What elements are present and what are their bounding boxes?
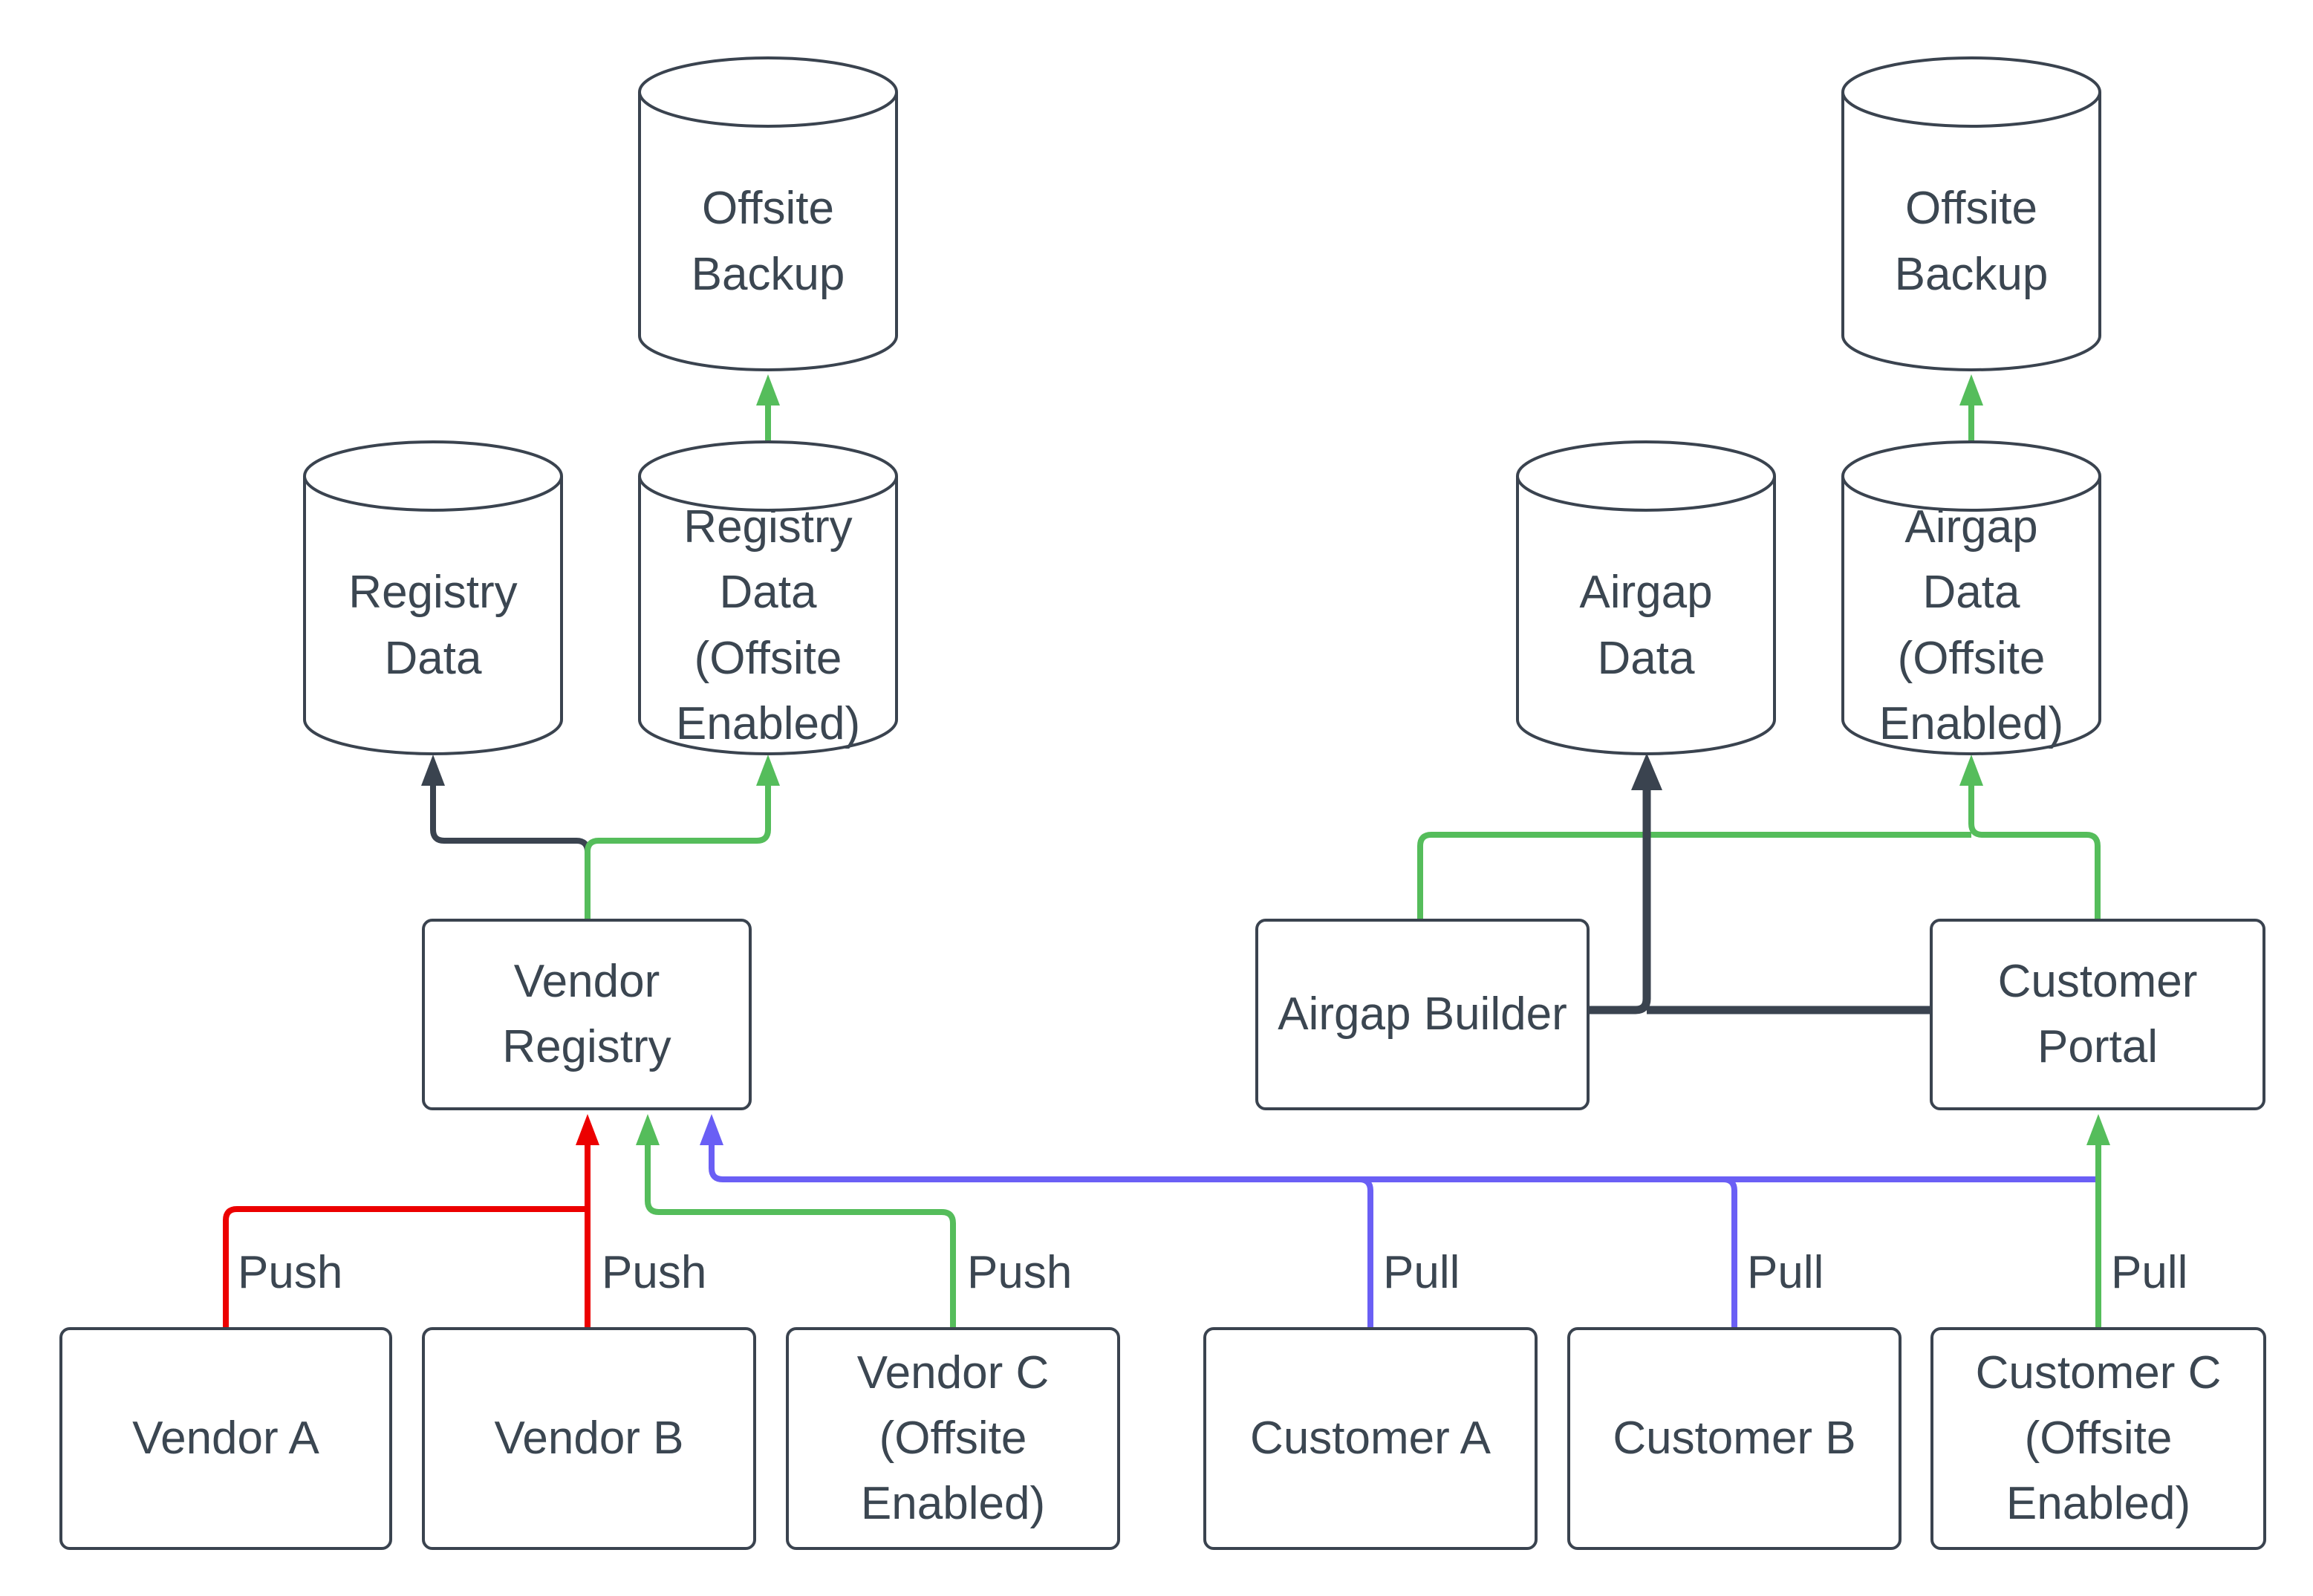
edge-airgap-builder-to-airgap-data-offsite	[1417, 832, 1971, 919]
edge-label-customer-b-pull: Pull	[1747, 1247, 1824, 1298]
arrowhead-push-green	[636, 1114, 660, 1145]
edge-customer-portal-to-airgap-data-offsite	[1968, 786, 2101, 919]
node-customer-b: Customer B	[1567, 1327, 1902, 1550]
edge-pull-trunk-to-vendor-registry	[709, 1145, 2098, 1182]
arrowhead-push-red	[576, 1114, 599, 1145]
node-customer-portal: Customer Portal	[1930, 919, 2265, 1110]
node-vendor-a: Vendor A	[59, 1327, 392, 1550]
arrowhead-registry-data	[421, 755, 445, 786]
edge-label-vendor-c-push: Push	[967, 1247, 1073, 1298]
arrowhead-offsite-backup-right	[1959, 374, 1983, 405]
node-vendor-c: Vendor C (Offsite Enabled)	[786, 1327, 1120, 1550]
node-vendor-b: Vendor B	[422, 1327, 756, 1550]
edge-vendor-c-push	[645, 1145, 956, 1327]
node-customer-c: Customer C (Offsite Enabled)	[1930, 1327, 2266, 1550]
cylinder-registry-data	[303, 440, 563, 755]
arrowhead-offsite-backup-left	[756, 374, 780, 405]
arrowhead-pull-purple	[700, 1114, 723, 1145]
edge-vendor-registry-to-registry-data	[430, 786, 591, 919]
node-vendor-registry: Vendor Registry	[422, 919, 752, 1110]
cylinder-registry-data-offsite	[638, 440, 898, 755]
edge-label-vendor-a-push: Push	[238, 1247, 343, 1298]
edge-vendor-registry-to-registry-data-offsite	[585, 786, 771, 919]
edge-airgap-builder-to-airgap-data	[1590, 790, 1651, 1014]
edge-label-vendor-b-push: Push	[602, 1247, 707, 1298]
edge-label-customer-a-pull: Pull	[1383, 1247, 1460, 1298]
cylinder-offsite-backup-right	[1841, 56, 2101, 371]
cylinder-offsite-backup-left	[638, 56, 898, 371]
arrowhead-airgap-data-offsite	[1959, 755, 1983, 786]
cylinder-airgap-data-offsite	[1841, 440, 2101, 755]
node-customer-a: Customer A	[1203, 1327, 1538, 1550]
arrowhead-customer-portal	[2086, 1114, 2110, 1145]
arrowhead-airgap-data	[1631, 753, 1662, 790]
arrowhead-registry-data-offsite	[756, 755, 780, 786]
node-airgap-builder: Airgap Builder	[1255, 919, 1590, 1110]
edge-vendor-a-push	[223, 1206, 588, 1327]
edge-label-customer-c-pull: Pull	[2111, 1247, 2188, 1298]
cylinder-airgap-data	[1516, 440, 1776, 755]
